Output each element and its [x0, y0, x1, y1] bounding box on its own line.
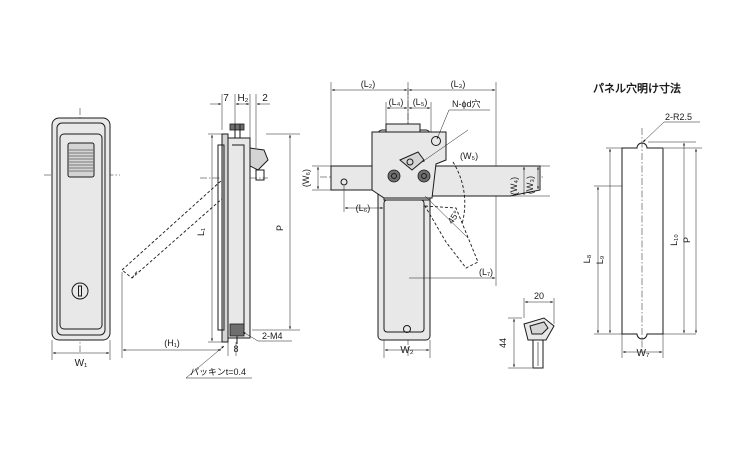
label-r25: 2-R2.5 — [665, 112, 692, 122]
hex-nut-right — [417, 169, 431, 183]
label-p: P — [275, 225, 285, 231]
panel-cutout-title: パネル穴明け寸法 — [593, 81, 681, 95]
keyhole-cylinder — [71, 282, 89, 300]
label-w6: (W₆) — [301, 169, 311, 187]
label-2-m4: 2-M4 — [262, 331, 283, 341]
label-l8: L₈ — [582, 254, 592, 263]
key-drawing: 20 44 — [498, 291, 555, 369]
label-w7: W₇ — [637, 348, 650, 359]
label-l9: L₉ — [595, 255, 605, 264]
label-l7: (L₇) — [479, 267, 493, 277]
label-45deg: 45° — [446, 209, 462, 226]
label-w4: (W₄) — [509, 177, 519, 195]
label-w3: (W₃) — [525, 176, 535, 194]
dimension-w1: W₁ — [51, 340, 111, 369]
panel-cutout: パネル穴明け寸法 2-R2.5 L₈ L₉ L₁₀ P W₇ — [582, 81, 702, 359]
label-l1: L₁ — [196, 228, 206, 236]
label-packing: パッキンt=0.4 — [190, 367, 246, 377]
label-w1: W₁ — [75, 358, 88, 369]
label-key-width: 20 — [534, 291, 544, 301]
label-l2: (L₂) — [361, 79, 376, 89]
label-p-cutout: P — [682, 237, 692, 243]
label-w5: (W₅) — [460, 151, 478, 161]
pull-grip — [67, 142, 95, 178]
label-l3: (L₃) — [451, 79, 466, 89]
hex-nut-left — [387, 169, 401, 183]
side-view: 7 H₂ 2 L₁ P (H₁) 8 2-M4 パッキンt=0.4 — [121, 93, 300, 379]
label-8: 8 — [233, 344, 238, 354]
label-l5: (L₅) — [413, 97, 428, 107]
label-l4: (L₄) — [389, 97, 404, 107]
label-l6: (L₆) — [356, 203, 371, 213]
rear-view: 45° (L₂) (L₃) (L₄) (L₅) N-ϕd穴 (W₅) (W₆) … — [301, 79, 550, 358]
label-7: 7 — [223, 93, 229, 104]
label-key-length: 44 — [498, 338, 508, 348]
front-view: W₁ — [44, 108, 120, 369]
label-hole: N-ϕd穴 — [452, 98, 481, 109]
label-l10: L₁₀ — [669, 234, 679, 246]
label-h2: H₂ — [237, 93, 248, 104]
label-2: 2 — [262, 93, 268, 104]
label-w2: W₂ — [400, 345, 413, 356]
label-h1: (H₁) — [164, 338, 180, 348]
